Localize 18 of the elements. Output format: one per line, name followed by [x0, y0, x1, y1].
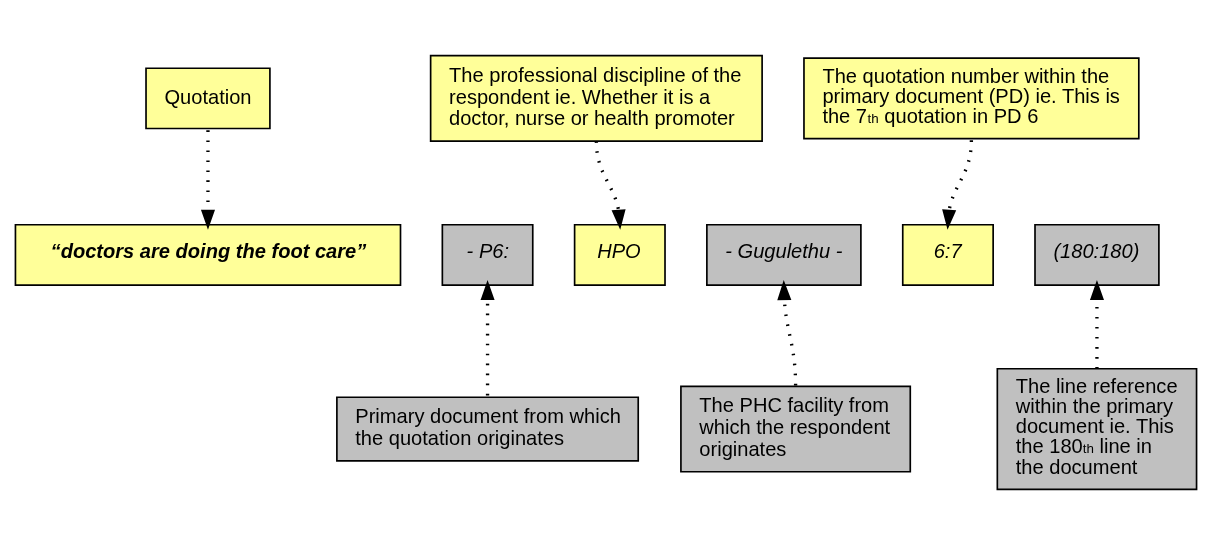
node-box: Quotation	[145, 66, 271, 129]
node-box: (180:180)	[1034, 223, 1160, 286]
arrow	[480, 279, 495, 396]
node-box: - Gugulethu -	[706, 223, 862, 286]
arrow	[942, 139, 974, 230]
node-box: HPO	[573, 223, 666, 286]
arrow	[594, 140, 626, 230]
node-box: The PHC facility from which the respondent originates	[680, 385, 912, 473]
arrow	[1089, 279, 1104, 369]
arrow	[777, 279, 798, 386]
node-box: The professional discipline of the respondent ie. Whether it is a doctor, nurse or health promoter	[429, 54, 763, 142]
node-box: “doctors are doing the foot care”	[14, 223, 402, 286]
node-box: - P6:	[441, 223, 534, 286]
node-box: The quotation number within the primary document (PD) ie. This is the 7th quotation in PD 6	[803, 56, 1140, 139]
node-box: Primary document from which the quotation originates	[336, 395, 640, 462]
node-box: The line reference within the primary document ie. This the 180th line in the document	[996, 367, 1198, 490]
arrow	[200, 129, 216, 230]
node-box: 6:7	[901, 223, 994, 286]
